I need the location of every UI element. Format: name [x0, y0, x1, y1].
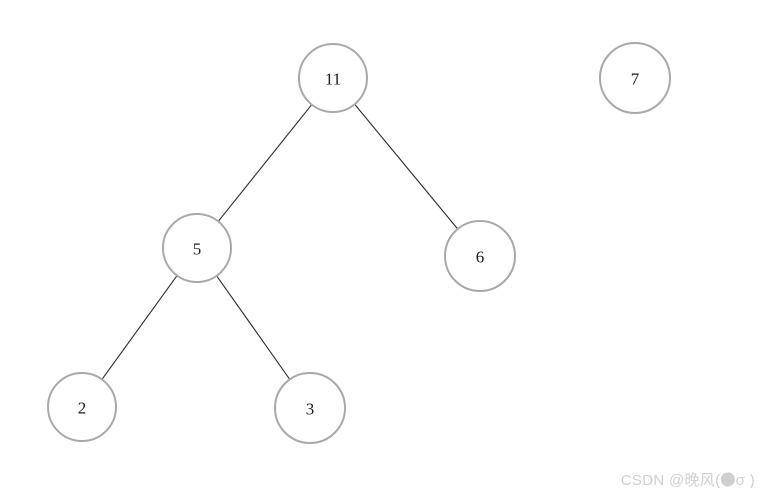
- node-label-7: 7: [631, 70, 640, 89]
- tree-node-5[interactable]: 5: [162, 213, 232, 283]
- node-circle-3: [274, 372, 346, 444]
- edges-layer: [101, 103, 459, 380]
- node-label-5: 5: [193, 240, 202, 259]
- node-label-2: 2: [78, 399, 87, 418]
- watermark-text: CSDN @晚风(●⃝σ ): [620, 472, 755, 489]
- node-label-6: 6: [476, 248, 485, 267]
- tree-edge-n11-n5: [217, 104, 313, 222]
- tree-node-7[interactable]: 7: [599, 42, 671, 114]
- node-circle-7: [599, 42, 671, 114]
- tree-edge-n5-n3: [216, 275, 291, 380]
- node-circle-5: [162, 213, 232, 283]
- tree-node-3[interactable]: 3: [274, 372, 346, 444]
- tree-edge-n5-n2: [101, 275, 178, 380]
- node-circle-6: [444, 220, 516, 292]
- node-label-11: 11: [325, 70, 341, 89]
- tree-node-2[interactable]: 2: [47, 372, 117, 442]
- nodes-layer: 11 5 6 2 3 7: [47, 42, 671, 444]
- node-circle-2: [47, 372, 117, 442]
- tree-node-11[interactable]: 11: [298, 43, 368, 113]
- node-circle-11: [298, 43, 368, 113]
- tree-node-6[interactable]: 6: [444, 220, 516, 292]
- node-label-3: 3: [306, 400, 315, 419]
- tree-edge-n11-n6: [354, 103, 459, 230]
